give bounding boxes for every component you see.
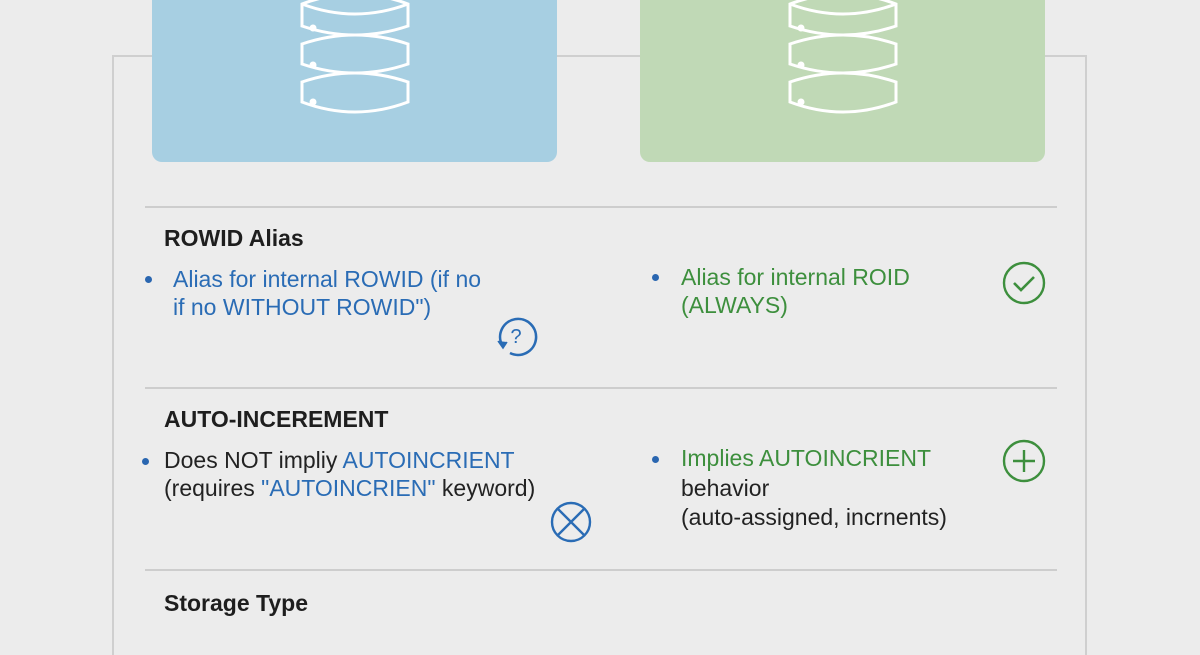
rowid-left-line2: if no WITHOUT ROWID") [173, 294, 432, 320]
section-title-auto-increment: AUTO-INCEREMENT [164, 406, 389, 432]
autoinc-right-line1: Implies AUTOINCRIENT [681, 445, 932, 471]
autoinc-right-line2: behavior [681, 475, 770, 501]
rowid-right-line2: (ALWAYS) [681, 292, 788, 318]
right-database-card [640, 0, 1045, 162]
database-icon [300, 0, 409, 114]
autoinc-left-line1: Does NOT impliy AUTOINCRIENT [164, 447, 515, 473]
comparison-frame [112, 55, 1087, 655]
section-title-storage-type: Storage Type [164, 590, 308, 616]
section-divider [145, 206, 1057, 208]
svg-text:?: ? [510, 326, 521, 348]
question-refresh-icon: ? [497, 317, 538, 357]
left-database-card [152, 0, 557, 162]
bullet [142, 458, 149, 465]
check-circle-icon [1002, 261, 1046, 305]
autoinc-left-line2: (requires "AUTOINCRIEN" keyword) [164, 475, 536, 501]
plus-circle-icon [1002, 439, 1046, 483]
section-divider [145, 387, 1057, 389]
bullet [652, 456, 659, 463]
section-divider [145, 569, 1057, 571]
database-icon [788, 0, 897, 114]
bullet [652, 274, 659, 281]
rowid-right-line1: Alias for internal ROID [681, 264, 910, 290]
bullet [145, 276, 152, 283]
x-circle-icon [550, 501, 592, 543]
section-title-rowid: ROWID Alias [164, 225, 304, 251]
autoinc-right-line3: (auto-assigned, incrnents) [681, 504, 947, 530]
rowid-left-line1: Alias for internal ROWID (if no [173, 266, 482, 292]
